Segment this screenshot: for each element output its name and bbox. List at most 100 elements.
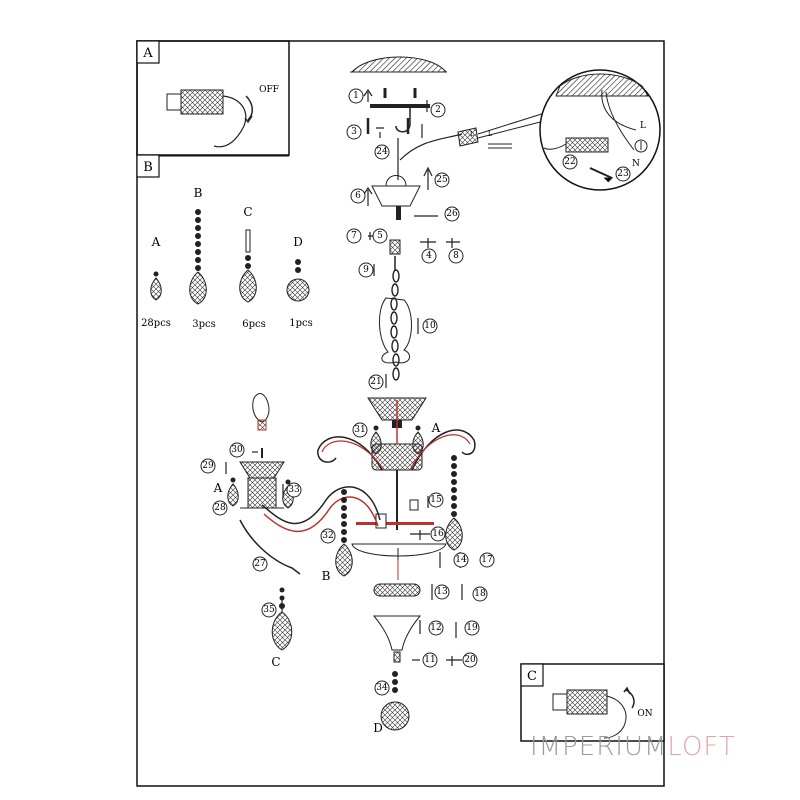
callout-11: 11 (422, 652, 438, 668)
callout-17: 17 (479, 552, 495, 568)
callout-circle (261, 602, 277, 618)
callout-12: 12 (428, 620, 444, 636)
panel-c-state: ON (637, 709, 652, 719)
panel-c: C ON (520, 663, 665, 742)
crystal-type-b-qty: 3pcs (192, 319, 216, 330)
callout-22: 22 (562, 154, 578, 170)
callout-29: 29 (200, 458, 216, 474)
watermark: IMPERIUMLOFT (530, 732, 736, 762)
callout-circle (462, 652, 478, 668)
callout-circle (430, 526, 446, 542)
callout-circle (358, 262, 374, 278)
callout-number: 8 (453, 251, 459, 261)
callout-10: 10 (422, 318, 438, 334)
callout-circle (472, 586, 488, 602)
callout-circle (430, 102, 446, 118)
crystal-type-d-qty: 1pcs (289, 318, 313, 329)
wire-live-label: L (640, 121, 646, 131)
callout-number: 6 (355, 191, 361, 201)
callout-number: 13 (436, 587, 448, 597)
callout-19: 19 (464, 620, 480, 636)
callout-number: 10 (424, 321, 436, 331)
callout-number: 28 (214, 503, 226, 513)
crystal-type-d-label: D (293, 235, 303, 249)
callout-number: 30 (231, 445, 243, 455)
crystal-type-a-label: A (151, 235, 161, 249)
panel-a-state: OFF (259, 85, 279, 95)
hanging-crystal-c-label: C (271, 655, 280, 669)
panel-a: A OFF (136, 40, 290, 156)
watermark-part1: IMPERIUM (530, 732, 668, 762)
callout-number: 7 (351, 231, 357, 241)
callout-number: 22 (564, 157, 575, 167)
callout-circle (374, 144, 390, 160)
callout-circle (479, 552, 495, 568)
callout-number: 19 (466, 623, 478, 633)
callout-9: 9 (358, 262, 374, 278)
callout-circle (374, 680, 390, 696)
ceiling-mount: L L (350, 56, 549, 180)
callout-number: 11 (424, 655, 435, 665)
callout-8: 8 (448, 248, 464, 264)
callout-circle (352, 422, 368, 438)
wire-neutral-label: N (632, 159, 640, 169)
callout-14: 14 (453, 552, 469, 568)
callout-30: 30 (229, 442, 245, 458)
crystal-type-c-qty: 6pcs (242, 319, 266, 330)
svg-text:L: L (488, 131, 492, 138)
callout-number: 25 (436, 175, 448, 185)
callout-3: 3 (346, 124, 362, 140)
callout-circle (350, 188, 366, 204)
callout-number: 32 (322, 531, 333, 541)
crystal-c-icon (239, 229, 257, 303)
callout-33: 33 (286, 482, 302, 498)
callout-circle (286, 482, 302, 498)
crystal-type-a-qty: 28pcs (141, 318, 171, 329)
left-candle-assembly (239, 393, 285, 509)
bulb-socket-off-illustration (166, 89, 253, 148)
callout-18: 18 (472, 586, 488, 602)
callout-circle (434, 584, 450, 600)
callout-number: 24 (376, 147, 388, 157)
part-callouts: 1234567891011121314151617181920212223242… (200, 88, 631, 696)
panel-b-letter: B (143, 160, 153, 175)
chandelier-arms (239, 429, 476, 575)
callout-6: 6 (350, 188, 366, 204)
callout-number: 14 (455, 555, 467, 565)
callout-circle (444, 206, 460, 222)
callout-1: 1 (348, 88, 364, 104)
callout-21: 21 (368, 374, 384, 390)
callout-number: 34 (376, 683, 388, 693)
crystal-d-icon (286, 259, 310, 302)
callout-number: 12 (430, 623, 441, 633)
callout-circle (368, 374, 384, 390)
panel-c-letter: C (527, 669, 537, 684)
callout-circle (372, 228, 388, 244)
callout-number: 18 (474, 589, 486, 599)
crystal-type-b-label: B (194, 186, 203, 200)
callout-number: 16 (432, 529, 444, 539)
callout-number: 21 (370, 377, 381, 387)
chandelier-body (351, 175, 447, 663)
callout-circle (434, 172, 450, 188)
callout-number: 35 (263, 605, 275, 615)
callout-number: 27 (254, 559, 266, 569)
bottom-crystal-d-label: D (373, 721, 383, 735)
hardware-glyphs (225, 88, 463, 666)
callout-circle (346, 124, 362, 140)
callout-34: 34 (374, 680, 390, 696)
callout-26: 26 (444, 206, 460, 222)
callout-24: 24 (374, 144, 390, 160)
callout-circle (448, 248, 464, 264)
callout-20: 20 (462, 652, 478, 668)
callout-circle (348, 88, 364, 104)
callout-number: 23 (617, 169, 629, 179)
crystal-legend: A 28pcs B 3pcs C 6pcs D 1pcs (141, 186, 313, 330)
outer-frame (136, 40, 665, 787)
callout-4: 4 (421, 248, 437, 264)
callout-circle (562, 154, 578, 170)
callout-7: 7 (346, 228, 362, 244)
callout-5: 5 (372, 228, 388, 244)
callout-circle (212, 500, 228, 516)
callout-circle (428, 620, 444, 636)
